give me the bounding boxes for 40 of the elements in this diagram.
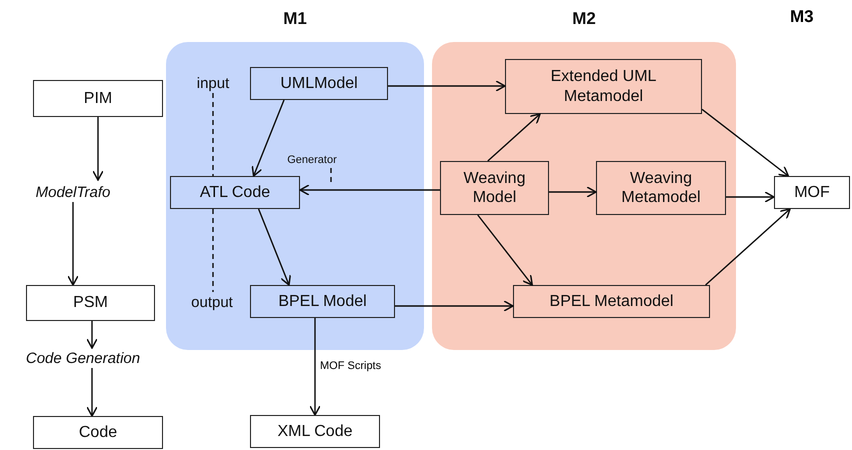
- annotation-text: output: [184, 292, 240, 312]
- annotation-text: Generator: [280, 152, 344, 168]
- process-box: ATL Code: [170, 176, 300, 209]
- arrow: [477, 214, 533, 286]
- annotation-text: input: [190, 73, 236, 93]
- arrow: [67, 202, 79, 286]
- process-box: BPEL Metamodel: [513, 285, 710, 318]
- process-box: UMLModel: [250, 67, 388, 100]
- level-heading: M1: [282, 9, 308, 29]
- arrow: [258, 208, 292, 286]
- process-box: Code: [33, 416, 163, 449]
- arrow: [487, 113, 541, 162]
- arrow: [86, 368, 98, 417]
- process-box: Weaving Model: [440, 161, 549, 215]
- arrow: [388, 80, 506, 92]
- dashed-line: [330, 168, 332, 185]
- arrow: [726, 191, 775, 203]
- process-box: Weaving Metamodel: [596, 161, 726, 215]
- arrow: [309, 318, 321, 416]
- process-box: Extended UML Metamodel: [505, 59, 702, 114]
- process-box: PSM: [26, 285, 155, 321]
- level-heading: M3: [790, 7, 814, 27]
- annotation-text: Code Generation: [10, 348, 156, 368]
- arrow: [705, 208, 791, 286]
- arrow: [92, 117, 104, 181]
- arrow: [86, 321, 98, 349]
- annotation-text: ModelTrafo: [25, 182, 121, 202]
- arrow: [252, 100, 285, 177]
- process-box: XML Code: [250, 415, 380, 448]
- process-box: MOF: [774, 176, 850, 209]
- process-box: PIM: [33, 80, 163, 117]
- level-heading: M2: [571, 9, 597, 29]
- dashed-line: [212, 209, 214, 292]
- arrow: [299, 184, 440, 196]
- arrow: [395, 300, 514, 312]
- arrow: [549, 186, 597, 198]
- process-box: BPEL Model: [250, 285, 395, 318]
- arrow: [702, 108, 790, 177]
- dashed-line: [212, 93, 214, 176]
- edge-label: MOF Scripts: [318, 360, 384, 372]
